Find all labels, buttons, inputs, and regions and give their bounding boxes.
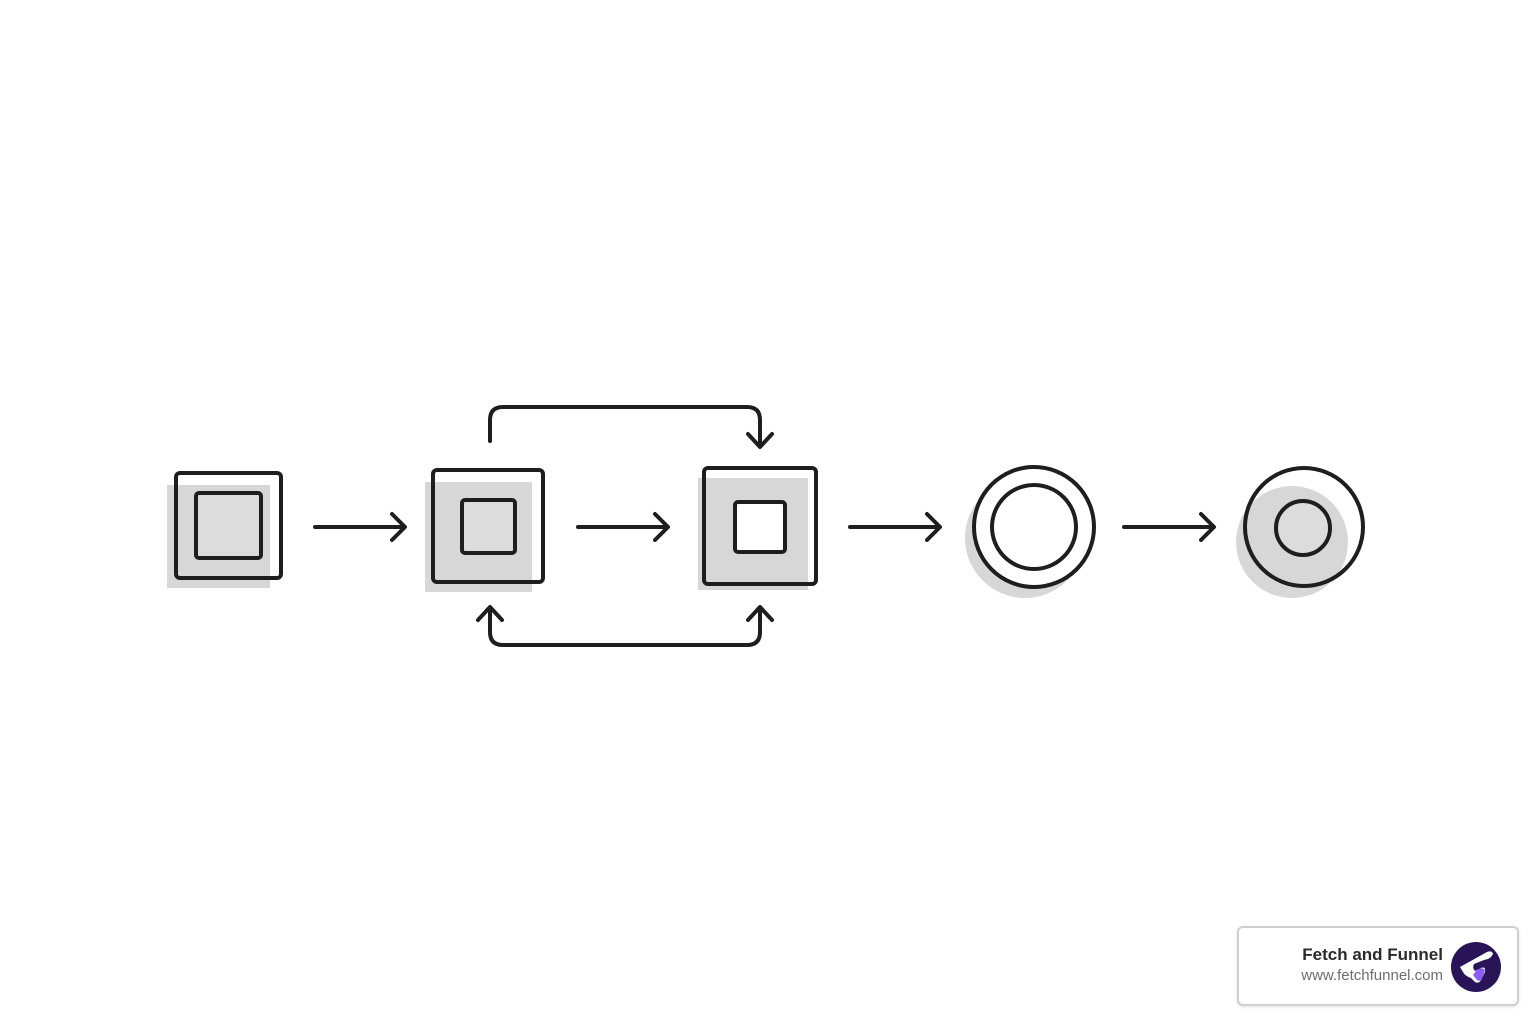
brand-badge[interactable]: Fetch and Funnel www.fetchfunnel.com xyxy=(1237,926,1519,1006)
node-1-inner-square xyxy=(194,491,263,560)
node-3-inner-square xyxy=(733,500,787,554)
node-1 xyxy=(167,471,283,588)
node-4-inner-circle xyxy=(990,483,1078,571)
fetch-and-funnel-logo-icon xyxy=(1451,942,1501,992)
node-3-outer-square xyxy=(702,466,818,586)
arrow-node-2-to-node-3 xyxy=(576,512,670,542)
node-5-outer-circle xyxy=(1243,466,1365,588)
node-5 xyxy=(1236,466,1365,598)
connector-top-node-2-to-node-3 xyxy=(488,405,774,449)
node-5-inner-circle xyxy=(1274,499,1332,557)
arrow-node-4-to-node-5 xyxy=(1122,512,1216,542)
arrow-node-1-to-node-2 xyxy=(313,512,407,542)
arrow-node-3-to-node-4 xyxy=(848,512,942,542)
node-2-inner-square xyxy=(460,498,517,555)
node-3 xyxy=(698,466,818,590)
node-1-outer-square xyxy=(174,471,283,580)
node-2-outer-square xyxy=(431,468,545,584)
connector-bottom-node-2-and-node-3 xyxy=(476,605,774,647)
brand-name: Fetch and Funnel xyxy=(1302,945,1443,964)
brand-url[interactable]: www.fetchfunnel.com xyxy=(1301,967,1443,984)
brand-text: Fetch and Funnel www.fetchfunnel.com xyxy=(1301,944,1443,986)
node-2 xyxy=(425,468,545,592)
node-4 xyxy=(965,465,1096,598)
